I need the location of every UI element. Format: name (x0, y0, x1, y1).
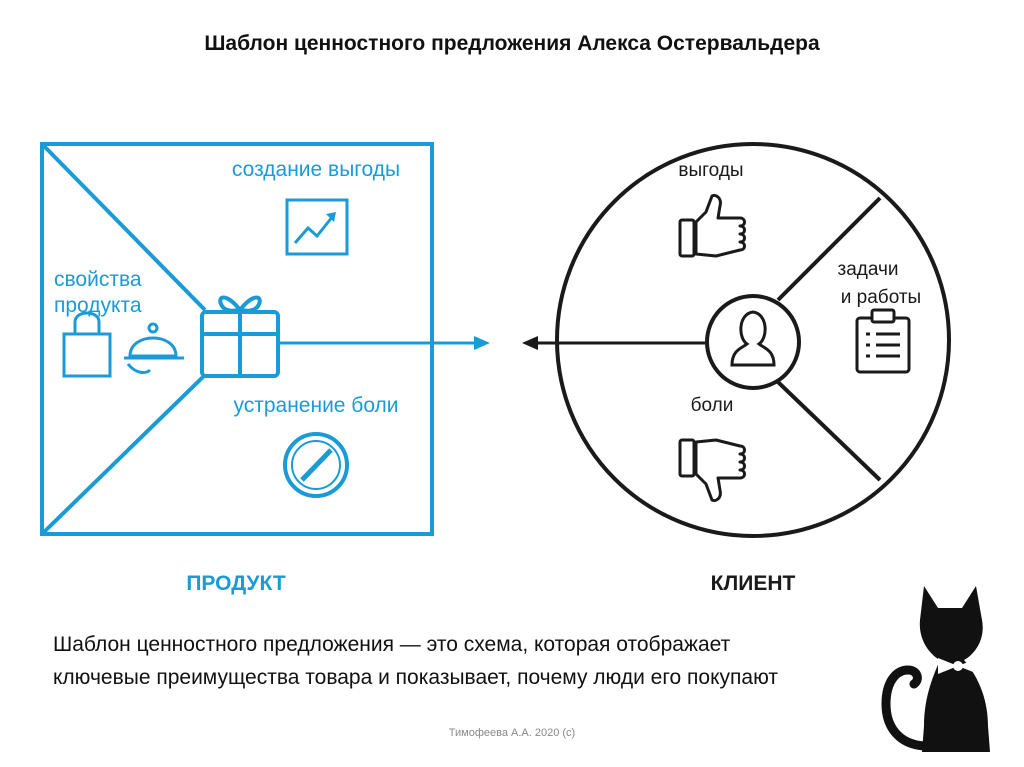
gift-icon (202, 298, 278, 377)
jobs-label-line2: и работы (841, 287, 921, 308)
gains-label: выгоды (678, 160, 743, 181)
product-features-label-line1: свойства (54, 268, 142, 291)
gain-creators-label: создание выгоды (232, 158, 400, 181)
clipboard-icon (857, 310, 909, 372)
customer-arrow (522, 336, 705, 350)
footer-credit: Тимофеева А.А. 2020 (с) (0, 727, 1024, 739)
customer-divider-lower (778, 382, 880, 480)
product-label: ПРОДУКТ (186, 572, 286, 595)
pains-label: боли (691, 395, 734, 416)
customer-label: КЛИЕНТ (711, 572, 796, 595)
product-arrow (280, 336, 490, 350)
description-line1: Шаблон ценностного предложения — это схе… (53, 628, 873, 661)
thumbs-up-icon (680, 195, 745, 256)
product-divider-lower (42, 375, 205, 534)
jobs-label-line1: задачи (837, 259, 898, 280)
description: Шаблон ценностного предложения — это схе… (53, 628, 873, 694)
user-icon (707, 296, 799, 388)
chart-up-icon (287, 200, 347, 254)
shopping-bag-icon (64, 313, 110, 376)
pain-relievers-label: устранение боли (233, 394, 398, 417)
customer-divider-upper (778, 198, 880, 300)
description-line2: ключевые преимущества товара и показывае… (53, 661, 873, 694)
cloche-icon (124, 324, 184, 372)
product-features-label-line2: продукта (54, 294, 142, 317)
thumbs-down-icon (680, 440, 745, 501)
no-pain-icon (285, 434, 347, 496)
